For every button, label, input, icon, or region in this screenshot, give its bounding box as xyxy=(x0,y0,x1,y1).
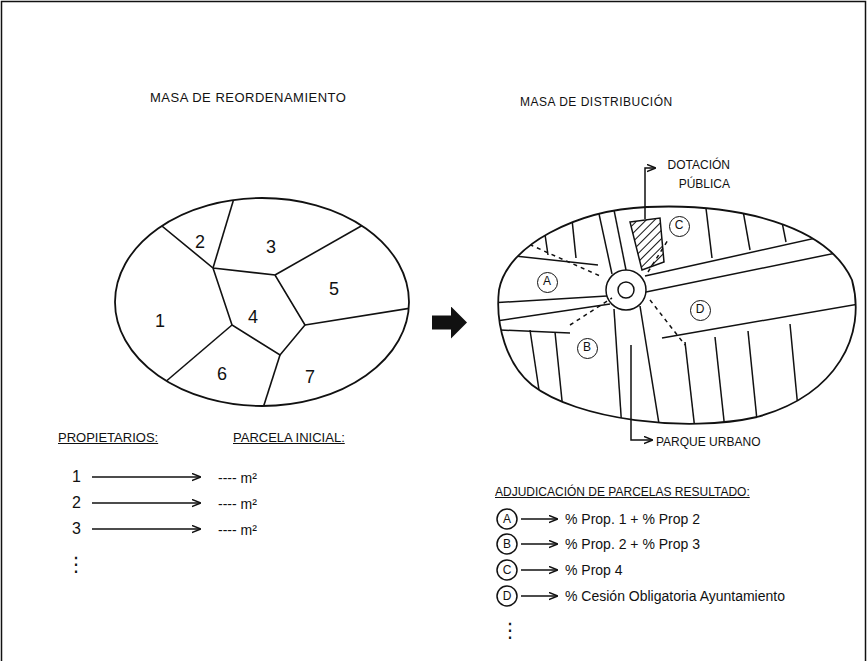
parcel: 1 xyxy=(147,309,173,335)
list-heading-slot: ADJUDICACIÓN DE PARCELAS RESULTADO: xyxy=(495,482,750,500)
title-slot: MASA DE DISTRIBUCIÓN xyxy=(520,92,673,110)
ellipse-outline xyxy=(115,198,409,406)
owner-number: 3 xyxy=(72,520,81,537)
parcel-boundaries xyxy=(140,185,430,430)
allocation-share-slot: % Cesión Obligatoria Ayuntamiento xyxy=(565,587,785,605)
result-plot: B xyxy=(577,338,598,359)
urban-plan xyxy=(490,200,867,430)
plot-letter: B xyxy=(583,341,591,354)
owner-number-slot: 3 xyxy=(72,519,81,538)
allocation-share: % Prop 4 xyxy=(565,562,623,578)
mass-title: MASA DE DISTRIBUCIÓN xyxy=(520,95,673,109)
callout-label-slot: PARQUE URBANO xyxy=(656,432,760,450)
list-heading: ADJUDICACIÓN DE PARCELAS RESULTADO: xyxy=(495,485,750,499)
result-plot: C xyxy=(669,216,690,237)
parcel: 3 xyxy=(258,235,284,261)
parcel: 4 xyxy=(240,305,266,331)
parcel: 5 xyxy=(321,277,347,303)
allocation-share-slot: % Prop. 1 + % Prop 2 xyxy=(565,510,700,528)
title-slot: MASA DE REORDENAMIENTO xyxy=(150,88,346,106)
result-plot: A xyxy=(537,272,558,293)
plot-letter: D xyxy=(696,303,705,316)
distribution-mass: MASA DE DISTRIBUCIÓNABCD xyxy=(497,205,862,425)
circled-letter: D xyxy=(497,587,517,605)
mass-title: MASA DE REORDENAMIENTO xyxy=(150,90,346,105)
area-value: ---- m² xyxy=(218,496,257,512)
parcel-number: 4 xyxy=(248,308,258,328)
circled-letter-slot: C xyxy=(497,561,517,579)
ellipsis: ⋮ xyxy=(500,619,520,641)
parcel-number: 7 xyxy=(305,368,315,388)
area-value: ---- m² xyxy=(218,470,257,486)
ellipsis: ⋮ xyxy=(66,553,86,575)
area-value-slot: ---- m² xyxy=(218,495,257,513)
parcel-number: 5 xyxy=(329,280,339,300)
allocation-share-slot: % Prop 4 xyxy=(565,561,623,579)
mass-outline xyxy=(497,205,862,425)
callout-label: PARQUE URBANO xyxy=(656,435,760,449)
circled-letter-slot: B xyxy=(497,535,517,553)
parcel-number: 6 xyxy=(217,365,227,385)
ellipsis-slot: ⋮ xyxy=(500,618,520,642)
parcel-number: 2 xyxy=(195,233,205,253)
leader-lines xyxy=(631,168,655,440)
circled-letter: C xyxy=(497,561,517,579)
area-value-slot: ---- m² xyxy=(218,521,257,539)
column-heading-slot: PARCELA INICIAL: xyxy=(233,428,345,446)
result-plot: D xyxy=(690,300,711,321)
callout-label: DOTACIÓN PÚBLICA xyxy=(658,156,730,194)
column-heading: PARCELA INICIAL: xyxy=(233,430,345,445)
circled-letter-slot: A xyxy=(497,510,517,528)
owner-number-slot: 1 xyxy=(72,467,81,486)
list-arrows xyxy=(92,477,557,606)
allocation-share-slot: % Prop. 2 + % Prop 3 xyxy=(565,535,700,553)
parcel: 2 xyxy=(187,230,213,256)
blob-outline xyxy=(498,207,855,424)
block-arrow xyxy=(432,316,451,330)
owner-number-slot: 2 xyxy=(72,493,81,512)
circled-letter: A xyxy=(497,510,517,528)
reorder-mass: MASA DE REORDENAMIENTO1234567 xyxy=(114,197,410,407)
plot-letter: A xyxy=(543,275,551,288)
mass-outline xyxy=(114,197,410,407)
allocation-share: % Cesión Obligatoria Ayuntamiento xyxy=(565,588,785,604)
area-value: ---- m² xyxy=(218,522,257,538)
plot-letter: C xyxy=(675,219,684,232)
ellipsis-slot: ⋮ xyxy=(66,552,86,576)
circled-letter-slot: D xyxy=(497,587,517,605)
allocation-share: % Prop. 2 + % Prop 3 xyxy=(565,536,700,552)
column-heading: PROPIETARIOS: xyxy=(58,430,158,445)
allocation-share: % Prop. 1 + % Prop 2 xyxy=(565,511,700,527)
column-heading-slot: PROPIETARIOS: xyxy=(58,428,158,446)
circled-letter: B xyxy=(497,535,517,553)
area-value-slot: ---- m² xyxy=(218,469,257,487)
owner-number: 2 xyxy=(72,494,81,511)
callout-label-slot: DOTACIÓN PÚBLICA xyxy=(658,156,730,194)
owner-number: 1 xyxy=(72,468,81,485)
parcel-number: 3 xyxy=(266,238,276,258)
parcel: 6 xyxy=(209,362,235,388)
parcel: 7 xyxy=(297,365,323,391)
parcel-number: 1 xyxy=(155,312,165,332)
